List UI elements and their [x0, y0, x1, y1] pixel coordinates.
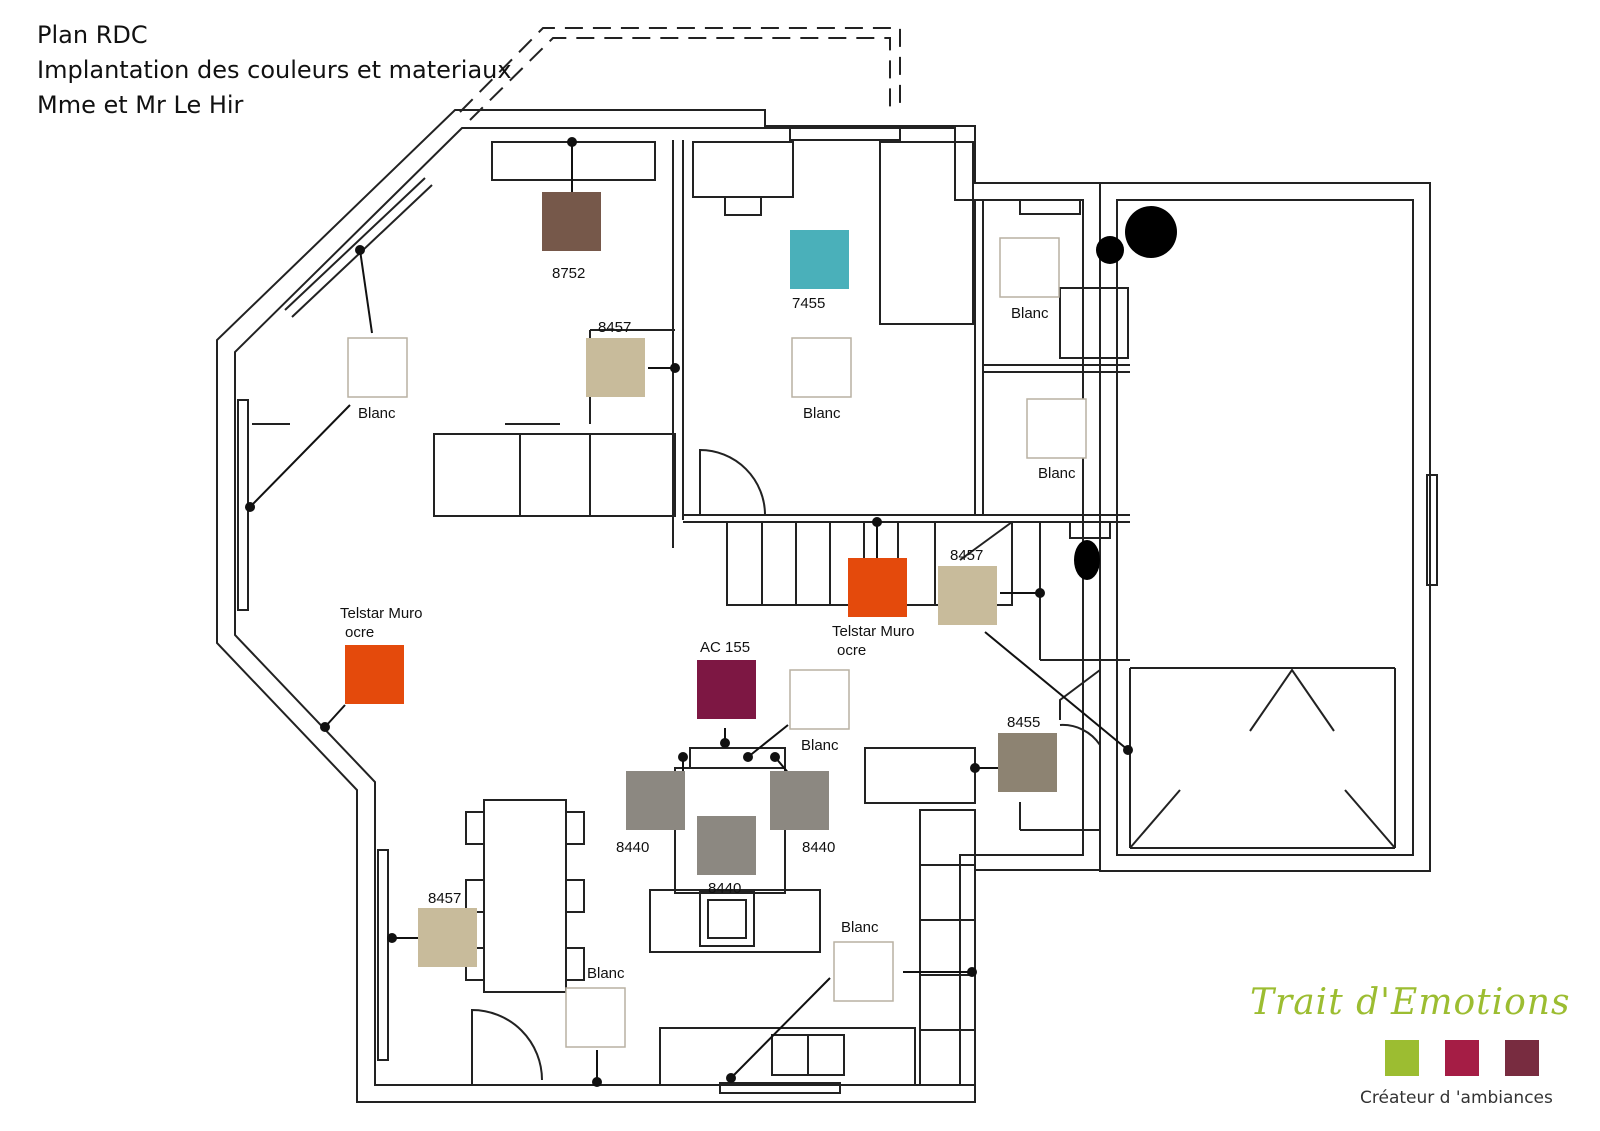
- garage-outer-wall: [1099, 182, 1431, 872]
- brand-tagline: Créateur d 'ambiances: [1360, 1088, 1553, 1108]
- swatch-color: [586, 338, 645, 397]
- swatch-label: Blanc: [358, 405, 396, 422]
- swatch-8440-3: 8440: [697, 816, 756, 897]
- swatch-color: [848, 558, 907, 617]
- swatch-blanc-1: Blanc: [347, 337, 408, 422]
- swatch-label-secondary: ocre: [345, 624, 374, 641]
- swatch-label: Blanc: [801, 737, 839, 754]
- swatch-blanc-4: Blanc: [1026, 398, 1087, 482]
- swatch-blanc-6: Blanc: [565, 965, 626, 1048]
- swatch-ac155: AC 155: [697, 639, 756, 719]
- swatch-color: [791, 337, 852, 398]
- leader-lines: [245, 137, 1133, 1087]
- swatch-8440-1: 8440: [616, 771, 685, 856]
- garage-inner-wall: [1116, 199, 1414, 856]
- swatch-label: 7455: [792, 295, 825, 312]
- swatch-label: Telstar Muro: [340, 605, 423, 622]
- swatch-telstar-2: Telstar Muro ocre: [832, 558, 915, 659]
- swatch-label: 8457: [950, 547, 983, 564]
- swatch-color: [697, 660, 756, 719]
- plan-subtitle: Implantation des couleurs et materiaux: [37, 56, 512, 84]
- brand-swatch-green: [1385, 1040, 1419, 1076]
- outer-wall: [216, 109, 1101, 1103]
- swatch-8752: 8752: [542, 192, 601, 282]
- swatch-label: 8752: [552, 265, 585, 282]
- swatch-blanc-2: Blanc: [791, 337, 852, 422]
- inner-wall: [234, 127, 1084, 1086]
- swatch-label: 8440: [708, 880, 741, 897]
- swatch-8455: 8455: [998, 714, 1057, 792]
- swatch-color: [542, 192, 601, 251]
- swatch-color: [697, 816, 756, 875]
- swatch-label: 8440: [802, 839, 835, 856]
- swatch-label-secondary: ocre: [837, 642, 866, 659]
- garage-tank: [1125, 206, 1177, 258]
- swatch-color: [789, 669, 850, 730]
- swatch-color: [790, 230, 849, 289]
- swatch-color: [626, 771, 685, 830]
- plan-title: Plan RDC: [37, 21, 148, 49]
- toilet-icon: [1074, 540, 1100, 580]
- brand-logo: Trait d'Emotions: [1250, 982, 1571, 1023]
- swatch-label: 8440: [616, 839, 649, 856]
- swatch-label: 8457: [428, 890, 461, 907]
- swatch-label: Blanc: [803, 405, 841, 422]
- swatch-label: Blanc: [1011, 305, 1049, 322]
- swatch-color: [833, 941, 894, 1002]
- swatch-color: [1026, 398, 1087, 459]
- sink-icon: [1096, 236, 1124, 264]
- swatch-blanc-3: Blanc: [999, 237, 1060, 322]
- brand-swatch-burgundy: [1505, 1040, 1539, 1076]
- swatch-blanc-5: Blanc: [789, 669, 850, 754]
- swatch-color: [418, 908, 477, 967]
- swatch-blanc-7: Blanc: [833, 919, 894, 1002]
- swatch-telstar-1: Telstar Muro ocre: [340, 605, 423, 704]
- swatch-color: [999, 237, 1060, 298]
- swatch-label: 8457: [598, 319, 631, 336]
- walls: [216, 27, 1438, 1103]
- color-swatches: 87527455Blanc8457BlancBlancBlancTelstar …: [340, 192, 1087, 1048]
- swatch-color: [345, 645, 404, 704]
- swatch-color: [770, 771, 829, 830]
- swatch-label: Blanc: [587, 965, 625, 982]
- swatch-color: [938, 566, 997, 625]
- swatch-8440-2: 8440: [770, 771, 835, 856]
- swatch-8457-2: 8457: [938, 547, 997, 625]
- swatch-label: 8455: [1007, 714, 1040, 731]
- title-block: Plan RDC Implantation des couleurs et ma…: [37, 18, 512, 123]
- swatch-color: [347, 337, 408, 398]
- swatch-color: [998, 733, 1057, 792]
- terrace-dashed: [459, 27, 901, 113]
- swatch-7455: 7455: [790, 230, 849, 312]
- swatch-8457-3: 8457: [418, 890, 477, 967]
- swatch-label: AC 155: [700, 639, 750, 656]
- swatch-8457-1: 8457: [586, 319, 645, 397]
- swatch-label: Blanc: [841, 919, 879, 936]
- client-name: Mme et Mr Le Hir: [37, 91, 244, 119]
- brand-swatch-red: [1445, 1040, 1479, 1076]
- swatch-label: Blanc: [1038, 465, 1076, 482]
- swatch-label: Telstar Muro: [832, 623, 915, 640]
- swatch-color: [565, 987, 626, 1048]
